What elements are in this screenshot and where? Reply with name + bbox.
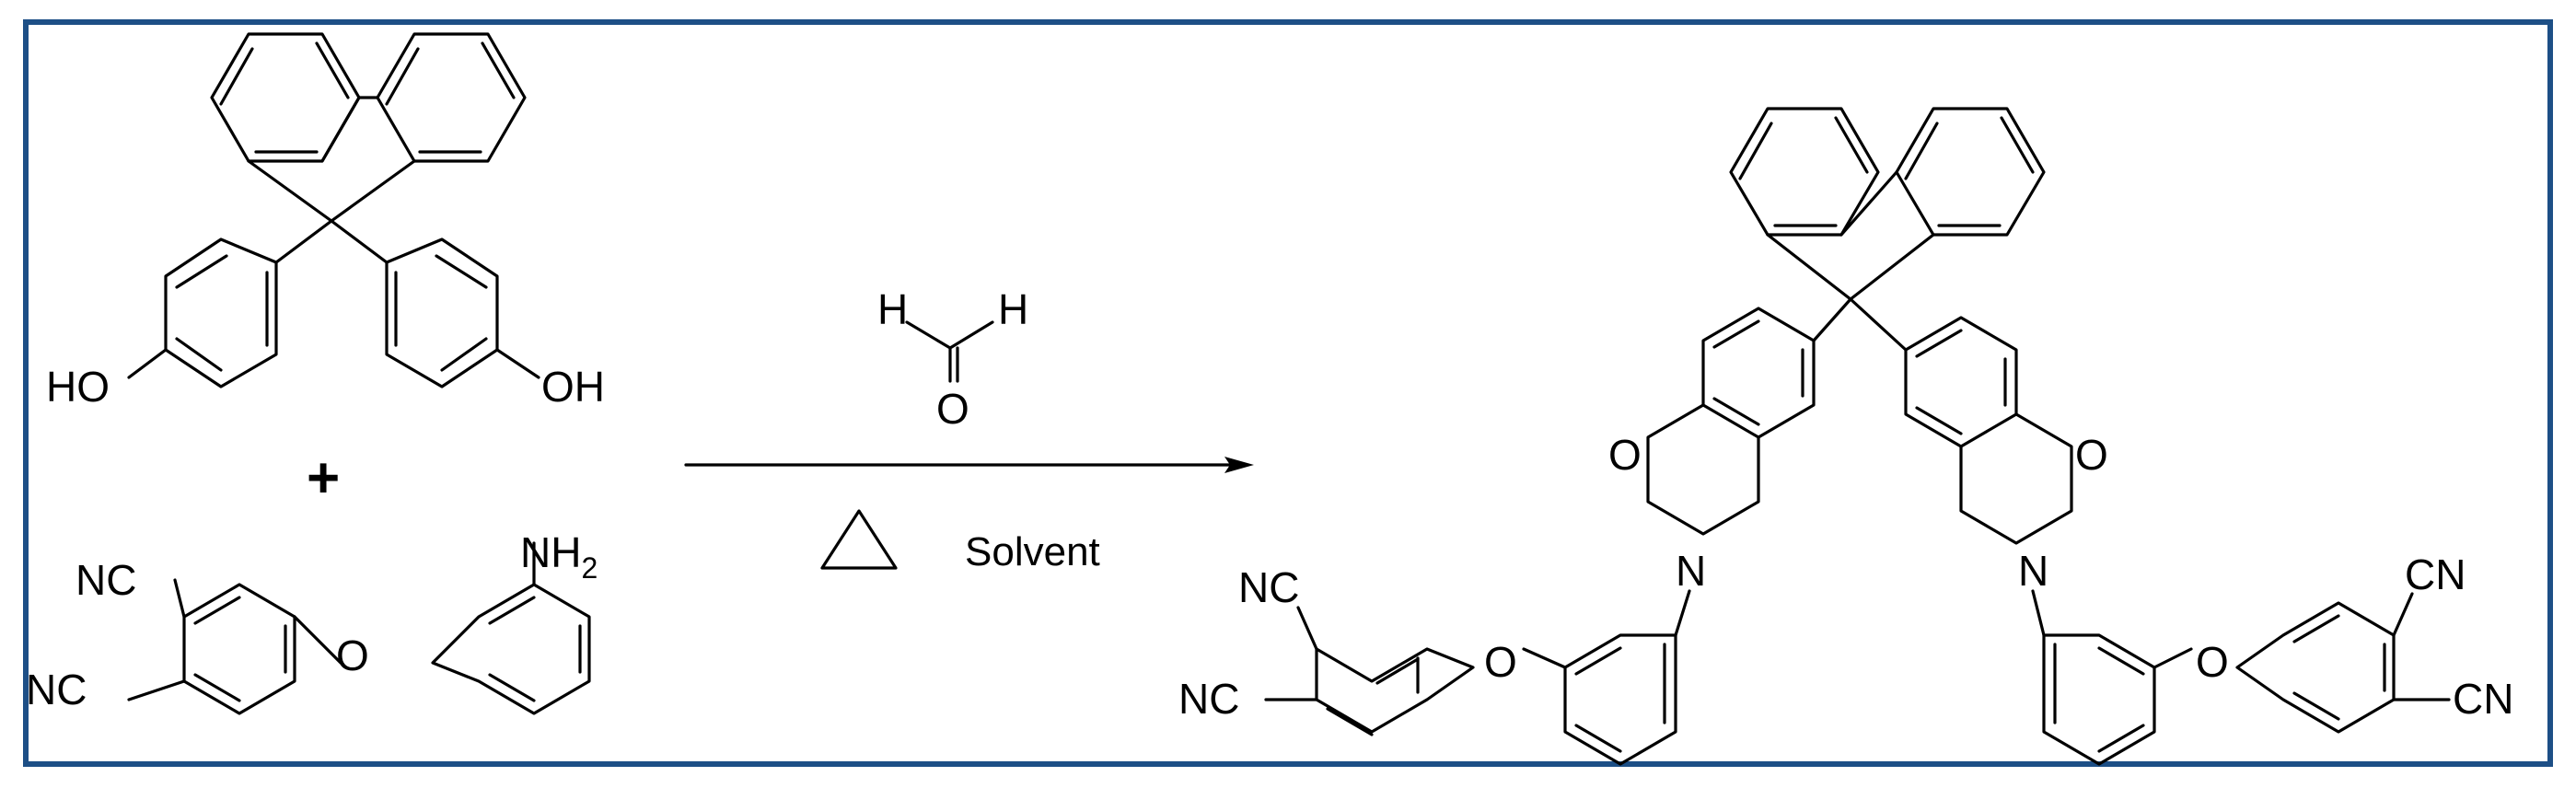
reactant-aminophenoxy-phthalonitrile: NC NC O NH2 xyxy=(26,528,598,715)
formaldehyde-oxygen: O xyxy=(936,385,969,433)
product-oxazine-nitrogen-right: N xyxy=(2018,547,2048,595)
product-oxazine-oxygen-left: O xyxy=(1608,431,1642,479)
product-nitrile-left-bottom: NC xyxy=(1178,675,1239,723)
hydroxyl-label-right: OH xyxy=(541,363,605,411)
heat-triangle-icon xyxy=(820,509,898,570)
product-nitrile-right-bottom: CN xyxy=(2453,675,2513,723)
nitrile-label-bottom: NC xyxy=(26,666,87,713)
nitrile-label-top: NC xyxy=(75,556,136,604)
product-ether-oxygen-right: O xyxy=(2196,638,2229,686)
hydroxyl-label-left: HO xyxy=(46,363,110,411)
plus-sign: + xyxy=(307,446,340,510)
product-oxazine-nitrogen-left: N xyxy=(1676,547,1706,595)
product-benzoxazine: O N O N O NC NC O CN CN xyxy=(1178,107,2513,766)
formaldehyde-h-right: H xyxy=(998,285,1028,333)
ether-oxygen-label: O xyxy=(336,632,369,679)
reactant-bisphenol-fluorene: HO OH xyxy=(46,32,605,411)
scheme-frame xyxy=(23,19,2553,767)
formaldehyde-h-left: H xyxy=(877,285,908,333)
solvent-label: Solvent xyxy=(965,529,1100,574)
product-oxazine-oxygen-right: O xyxy=(2075,431,2108,479)
product-nitrile-right-top: CN xyxy=(2405,550,2466,598)
amine-label: NH2 xyxy=(520,528,598,585)
product-nitrile-left-top: NC xyxy=(1238,563,1299,611)
arrowhead xyxy=(1224,457,1254,473)
product-ether-oxygen-left: O xyxy=(1484,638,1517,686)
reaction-conditions: H H O Solvent xyxy=(684,285,1254,574)
